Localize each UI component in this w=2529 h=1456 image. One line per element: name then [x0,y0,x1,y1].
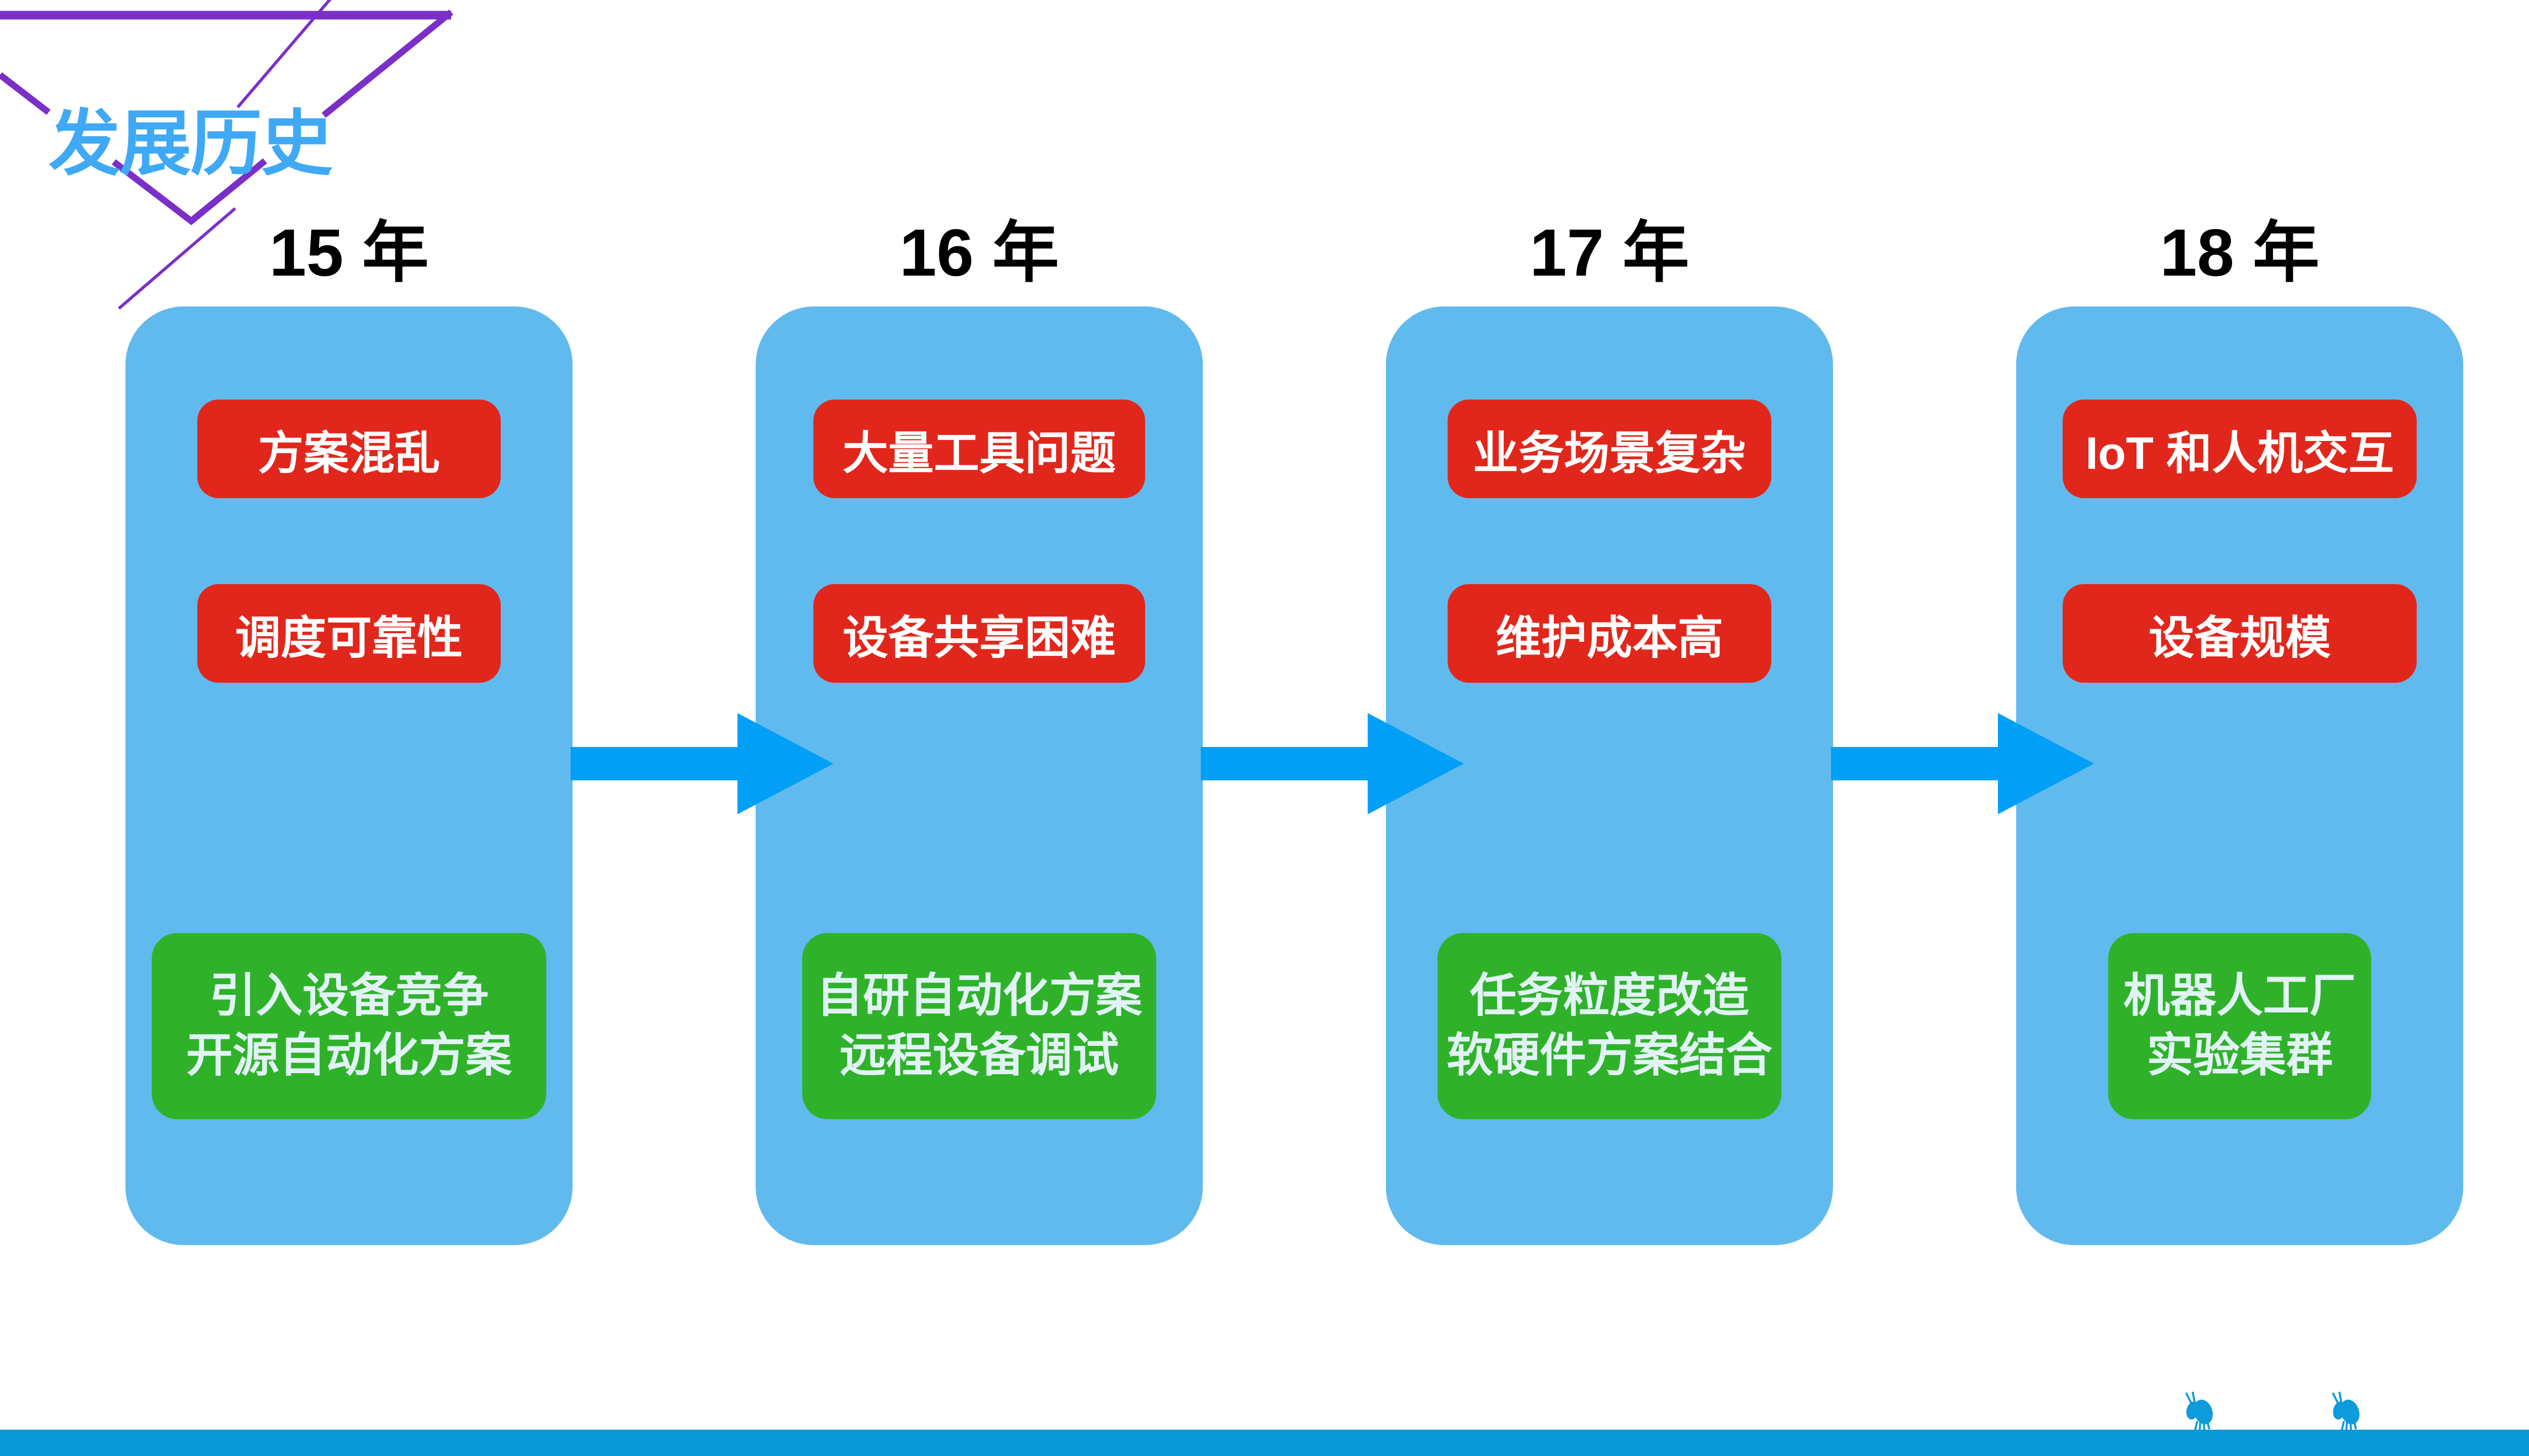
page-title: 发展历史 [49,104,333,184]
right-arrow-icon [1831,713,2094,814]
solution-badge: 自研自动化方案 远程设备调试 [802,933,1156,1119]
column-panel: 方案混乱 调度可靠性 引入设备竞争 开源自动化方案 [125,306,573,1245]
solution-line: 实验集群 [2146,1030,2333,1081]
solution-line: 引入设备竞争 [209,970,489,1022]
ant-icon [2185,1392,2213,1430]
solution-line: 软硬件方案结合 [1446,1030,1772,1081]
solution-line: 开源自动化方案 [186,1030,512,1081]
year-label: 18 年 [2160,215,2320,290]
problem-badge: 维护成本高 [1448,584,1771,683]
column-panel: IoT 和人机交互 设备规模 机器人工厂 实验集群 [2016,306,2463,1245]
column-panel: 大量工具问题 设备共享困难 自研自动化方案 远程设备调试 [756,306,1203,1245]
footer-bar [0,1430,2529,1456]
solution-badge: 机器人工厂 实验集群 [2108,933,2371,1119]
column-panel: 业务场景复杂 维护成本高 任务粒度改造 软硬件方案结合 [1386,306,1833,1245]
timeline-column-17: 17 年 业务场景复杂 维护成本高 任务粒度改造 软硬件方案结合 [1386,0,1833,1456]
year-label: 17 年 [1530,215,1689,290]
ant-icon [2332,1392,2360,1430]
problem-badge: 方案混乱 [197,400,501,498]
problem-badge: 大量工具问题 [813,400,1145,498]
problem-badge: 调度可靠性 [197,584,501,683]
solution-line: 任务粒度改造 [1469,970,1749,1022]
solution-line: 机器人工厂 [2123,970,2356,1022]
year-label: 15 年 [269,215,429,290]
solution-badge: 任务粒度改造 软硬件方案结合 [1437,933,1781,1119]
timeline-column-16: 16 年 大量工具问题 设备共享困难 自研自动化方案 远程设备调试 [756,0,1203,1456]
problem-badge: 业务场景复杂 [1448,400,1771,498]
problem-badge: 设备规模 [2063,584,2417,683]
timeline-column-18: 18 年 IoT 和人机交互 设备规模 机器人工厂 实验集群 [2016,0,2463,1456]
right-arrow-icon [571,713,834,814]
solution-line: 远程设备调试 [839,1030,1119,1081]
problem-badge: IoT 和人机交互 [2063,400,2417,498]
problem-badge: 设备共享困难 [813,584,1145,683]
solution-badge: 引入设备竞争 开源自动化方案 [152,933,546,1119]
triangle-ornament-icon [0,0,454,310]
solution-line: 自研自动化方案 [816,970,1142,1022]
year-label: 16 年 [899,215,1059,290]
timeline-column-15: 15 年 方案混乱 调度可靠性 引入设备竞争 开源自动化方案 [125,0,573,1456]
right-arrow-icon [1201,713,1464,814]
